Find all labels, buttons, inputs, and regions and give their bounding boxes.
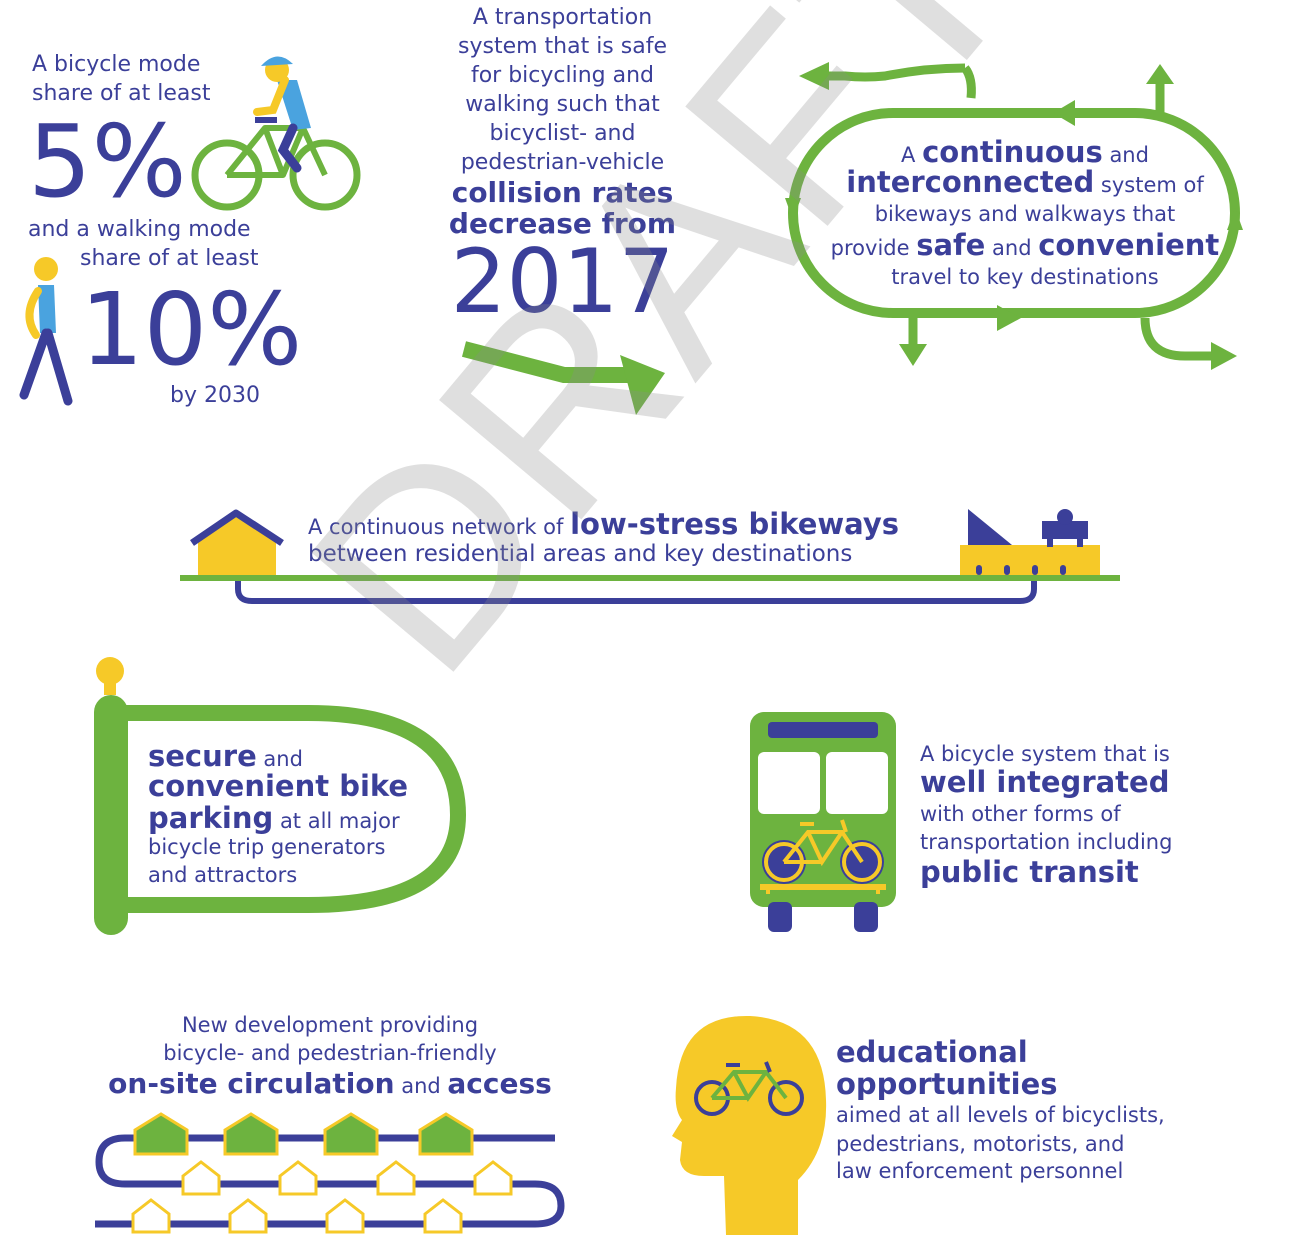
parking-text-and: and	[256, 747, 303, 771]
connected-text-continuous: continuous	[922, 135, 1103, 169]
safety-line2: system that is safe	[458, 34, 667, 59]
parking-line1: secure and	[148, 740, 303, 772]
development-text-and: and	[394, 1074, 448, 1098]
safety-year: 2017	[450, 230, 675, 333]
education-line2: opportunities	[836, 1067, 1058, 1101]
head-with-bike-icon	[672, 1015, 827, 1235]
transit-line2: well integrated	[920, 765, 1170, 799]
connected-line4: provide safe and convenient	[800, 229, 1250, 261]
bike-rack-icon	[94, 657, 467, 935]
connected-text-and: and	[1102, 143, 1149, 167]
network-text-a: A continuous network of	[308, 515, 571, 539]
development-line3: on-site circulation and access	[60, 1068, 600, 1099]
connected-text-safe: safe	[916, 228, 986, 262]
connected-text-interconnected: interconnected	[846, 165, 1095, 199]
development-text-access: access	[447, 1067, 552, 1100]
pedestrian-icon	[19, 257, 73, 406]
development-text-circulation: on-site circulation	[108, 1067, 395, 1100]
parking-line4: bicycle trip generators	[148, 835, 386, 859]
arrow-down-right-icon	[461, 341, 665, 415]
bike-share-value: 5%	[28, 103, 187, 220]
safety-line4: walking such that	[465, 92, 660, 117]
parking-text-secure: secure	[148, 739, 257, 773]
connected-line3: bikeways and walkways that	[874, 202, 1176, 226]
connected-line5: travel to key destinations	[891, 265, 1159, 289]
transit-line5: public transit	[920, 855, 1139, 889]
parking-line5: and attractors	[148, 863, 298, 887]
transit-line4: transportation including	[920, 830, 1173, 854]
development-line1: New development providing	[181, 1013, 479, 1037]
development-line2: bicycle- and pedestrian-friendly	[163, 1041, 497, 1065]
parking-text-parking: parking	[148, 801, 274, 835]
bus-with-bike-icon	[750, 712, 896, 932]
safety-line7: collision rates	[451, 176, 674, 209]
cyclist-icon	[191, 56, 361, 211]
connected-text-system-of: system of	[1094, 173, 1204, 197]
connected-text-provide: provide	[830, 236, 917, 260]
development-site-icon	[95, 1112, 565, 1234]
education-line1: educational	[836, 1035, 1028, 1069]
parking-text-major: at all major	[273, 809, 400, 833]
connected-line1: A continuous and	[800, 136, 1250, 168]
network-line1: A continuous network of low-stress bikew…	[308, 508, 899, 540]
safety-line3: for bicycling and	[470, 63, 655, 88]
connected-line2: interconnected system of	[800, 166, 1250, 198]
walk-share-line2: share of at least	[80, 246, 259, 271]
education-line4: pedestrians, motorists, and	[836, 1132, 1125, 1156]
network-text-bikeways: low-stress bikeways	[570, 507, 900, 541]
bike-share-line1: A bicycle mode	[32, 52, 201, 77]
walk-share-value: 10%	[80, 271, 303, 388]
bike-share-line2: share of at least	[32, 81, 211, 106]
connected-text-and2: and	[985, 236, 1039, 260]
house-to-destination-icon	[180, 509, 1120, 604]
parking-line3: parking at all major	[148, 802, 400, 834]
safety-line6: pedestrian-vehicle	[460, 150, 665, 175]
parking-line2: convenient bike	[148, 769, 409, 803]
education-line3: aimed at all levels of bicyclists,	[836, 1103, 1165, 1127]
connected-text-a: A	[901, 143, 923, 167]
transit-line1: A bicycle system that is	[920, 742, 1170, 766]
safety-line1: A transportation	[472, 5, 653, 30]
loop-arrows-icon	[785, 62, 1243, 370]
education-line5: law enforcement personnel	[836, 1159, 1124, 1183]
safety-line8: decrease from	[448, 207, 677, 240]
transit-line3: with other forms of	[920, 802, 1121, 826]
walk-share-line1: and a walking mode	[28, 217, 251, 242]
network-line2: between residential areas and key destin…	[308, 541, 853, 567]
connected-text-convenient: convenient	[1038, 228, 1220, 262]
safety-line5: bicyclist- and	[489, 121, 636, 146]
walk-share-year: by 2030	[170, 383, 260, 408]
